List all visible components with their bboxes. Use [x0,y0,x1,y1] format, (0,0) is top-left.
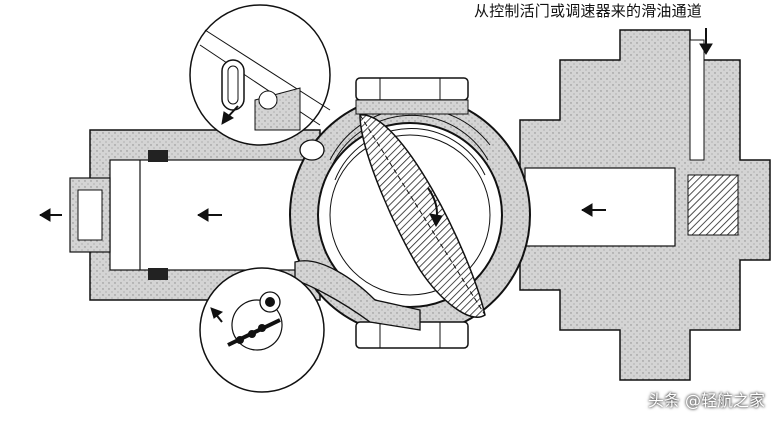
flow-arrows [39,28,713,323]
right-shaft-housing [519,29,771,381]
arrow-inset-bottom-icon [210,307,224,323]
left-cylinder-housing [69,129,321,301]
arrow-hub-rotation-icon [427,187,443,228]
watermark: 头条 @轻航之家 [647,391,765,410]
arrow-left-outlet-icon [39,208,62,222]
arrow-left-cylinder-icon [197,208,222,222]
blade-section [359,114,486,318]
top-clamp [355,77,469,115]
lower-link-arm [294,139,421,331]
arrow-right-shaft-icon [581,203,606,217]
inset-detail-bottom [199,267,325,393]
inset-detail-top [189,4,331,146]
arrow-down-feed-icon [699,28,713,55]
arrow-inset-top-icon [221,105,239,125]
caption-label: 从控制活门或调速器来的滑油通道 [474,2,703,20]
